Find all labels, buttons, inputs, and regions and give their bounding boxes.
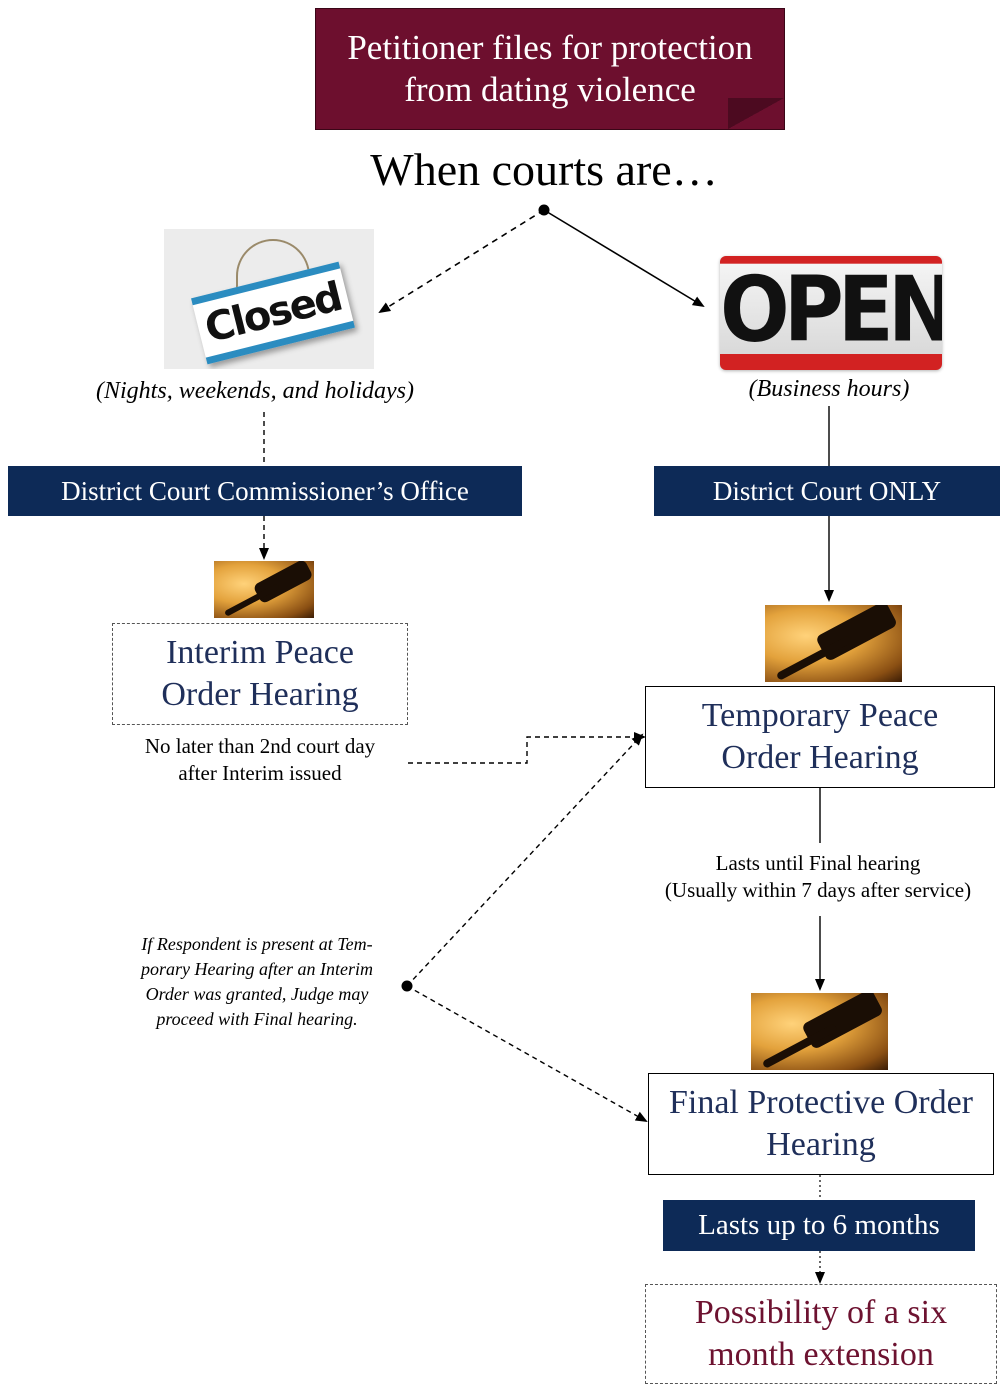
temporary-note: Lasts until Final hearing (Usually withi… [636,850,1000,904]
interim-hearing-box: Interim Peace Order Hearing [112,623,408,725]
page-fold [728,98,784,129]
temporary-hearing-box: Temporary Peace Order Hearing [645,686,995,788]
interim-line1: Interim Peace [166,634,354,671]
side-note-line4: proceed with Final hearing. [156,1009,358,1029]
arrow-side-to-temporary [406,733,644,987]
open-sign-text: OPEN [720,258,942,363]
interim-note-line1: No later than 2nd court day [144,734,376,758]
final-hearing-box: Final Protective Order Hearing [648,1073,994,1175]
top-box-line2: from dating violence [404,70,696,109]
extension-box: Possibility of a six month extension [645,1284,997,1384]
petitioner-files-box: Petitioner files for protection from dat… [315,8,785,130]
temporary-line2: Order Hearing [721,739,919,776]
side-note-line3: Order was granted, Judge may [145,984,369,1004]
gavel-image [765,605,902,682]
side-note-line1: If Respondent is present at Tem- [141,934,373,954]
arrow-to-open [543,209,705,308]
side-note: If Respondent is present at Tem- porary … [112,932,402,1032]
open-sign-image: OPEN [720,256,942,370]
extension-line2: month extension [708,1336,934,1373]
open-caption: (Business hours) [748,376,910,402]
commissioner-office-label: District Court Commissioner’s Office [8,466,522,516]
closed-caption: (Nights, weekends, and holidays) [96,378,414,404]
final-line2: Hearing [766,1126,876,1163]
extension-line1: Possibility of a six [694,1294,948,1331]
temporary-note-line2: (Usually within 7 days after service) [664,878,972,902]
closed-sign-image: Closed [164,229,374,369]
interim-line2: Order Hearing [161,676,359,713]
gavel-image [751,993,888,1070]
interim-note: No later than 2nd court day after Interi… [92,733,428,787]
interim-note-line2: after Interim issued [178,761,342,785]
arrow-side-to-final [406,985,648,1122]
temporary-line1: Temporary Peace [701,697,939,734]
arrow-interim-to-temporary [408,732,646,764]
district-court-only-label: District Court ONLY [654,466,1000,516]
gavel-image [214,561,314,618]
top-box-line1: Petitioner files for protection [347,28,753,67]
final-duration-label: Lasts up to 6 months [663,1200,975,1251]
final-line1: Final Protective Order [668,1084,974,1121]
side-note-line2: porary Hearing after an Interim [141,959,373,979]
arrow-to-closed [378,209,545,314]
temporary-note-line1: Lasts until Final hearing [715,851,921,875]
when-courts-are-heading: When courts are… [370,144,718,195]
closed-sign-text: Closed [191,261,355,365]
